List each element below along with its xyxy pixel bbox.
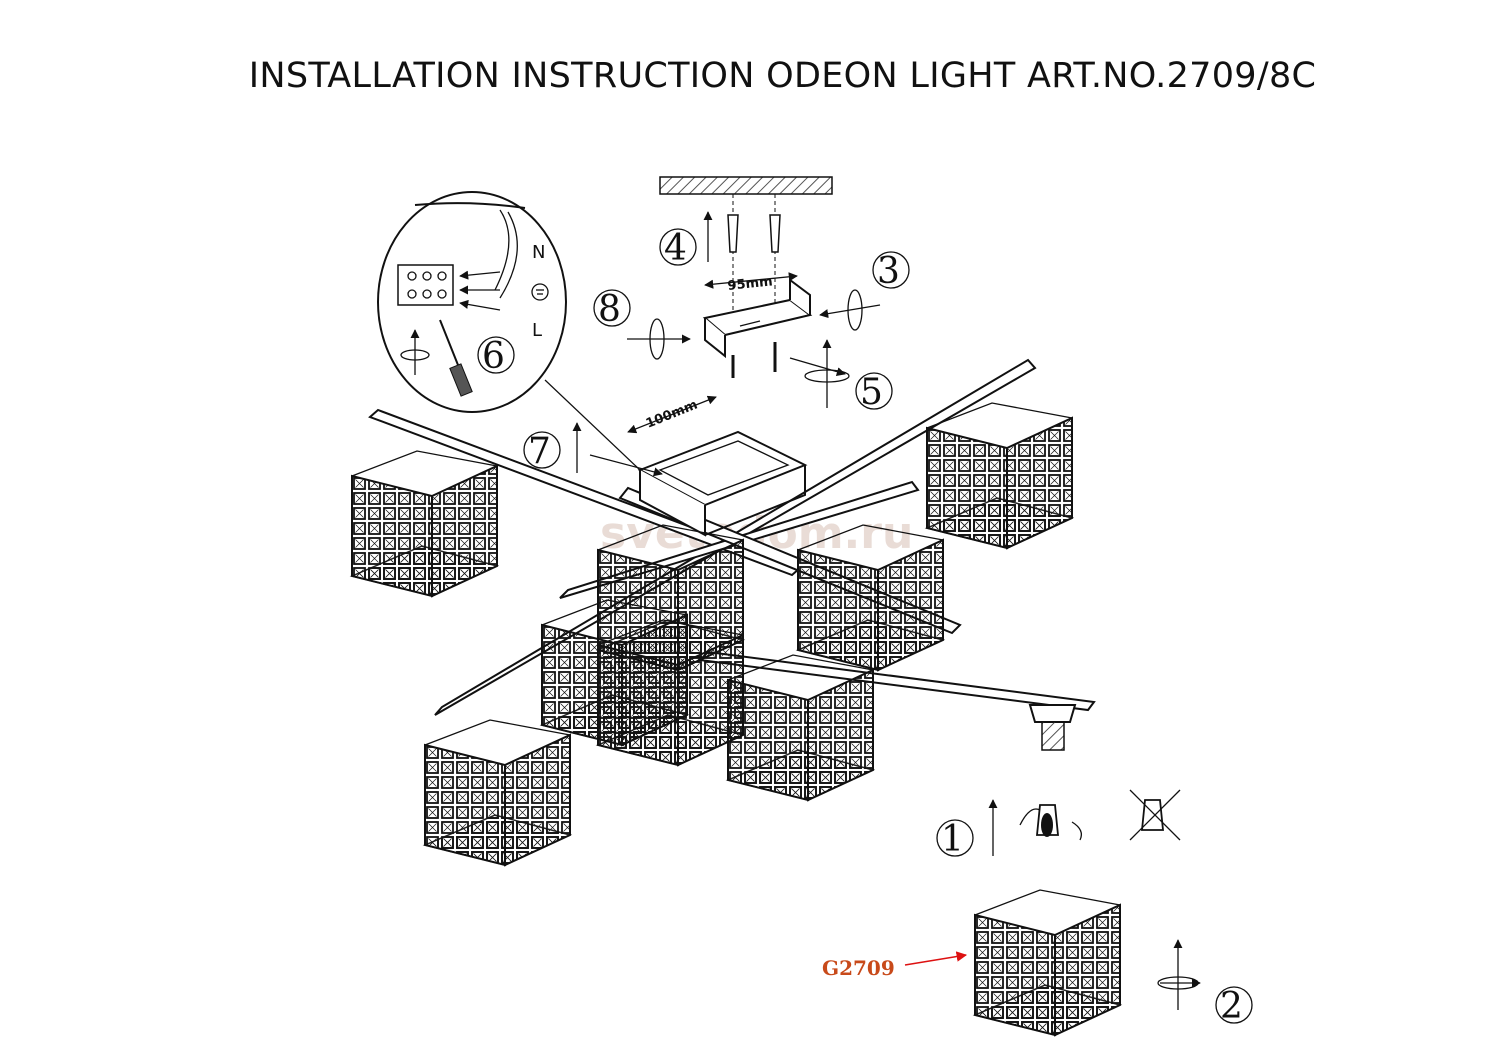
instruction-title: INSTALLATION INSTRUCTION ODEON LIGHT ART… [248,56,1317,96]
svg-text:8: 8 [598,289,621,330]
svg-text:1: 1 [941,819,964,860]
svg-text:2: 2 [1220,986,1243,1027]
step-8: 8 [593,289,691,360]
step-2: 2 [1157,939,1253,1027]
ceiling [659,176,833,195]
wiring-detail: N L 6 [377,191,641,471]
svg-text:3: 3 [877,251,900,292]
mounting-bracket: 95mm [702,272,813,378]
svg-text:7: 7 [528,431,551,472]
step-5: 5 [789,339,893,413]
svg-text:4: 4 [664,228,687,269]
live-label: L [532,320,542,341]
svg-text:5: 5 [860,372,883,413]
part-code: G2709 [822,956,895,980]
offset-dimension: 100mm [644,397,700,431]
step-4: 4 [659,211,713,269]
replacement-shade: G2709 [822,889,1121,1036]
bulb-socket [1028,704,1077,751]
step-3: 3 [819,251,910,331]
wall-plugs [727,194,781,310]
neutral-label: N [532,242,545,263]
bracket-dimension: 95mm [727,274,774,294]
svg-text:6: 6 [482,336,505,377]
step-1: 1 [936,789,1181,860]
